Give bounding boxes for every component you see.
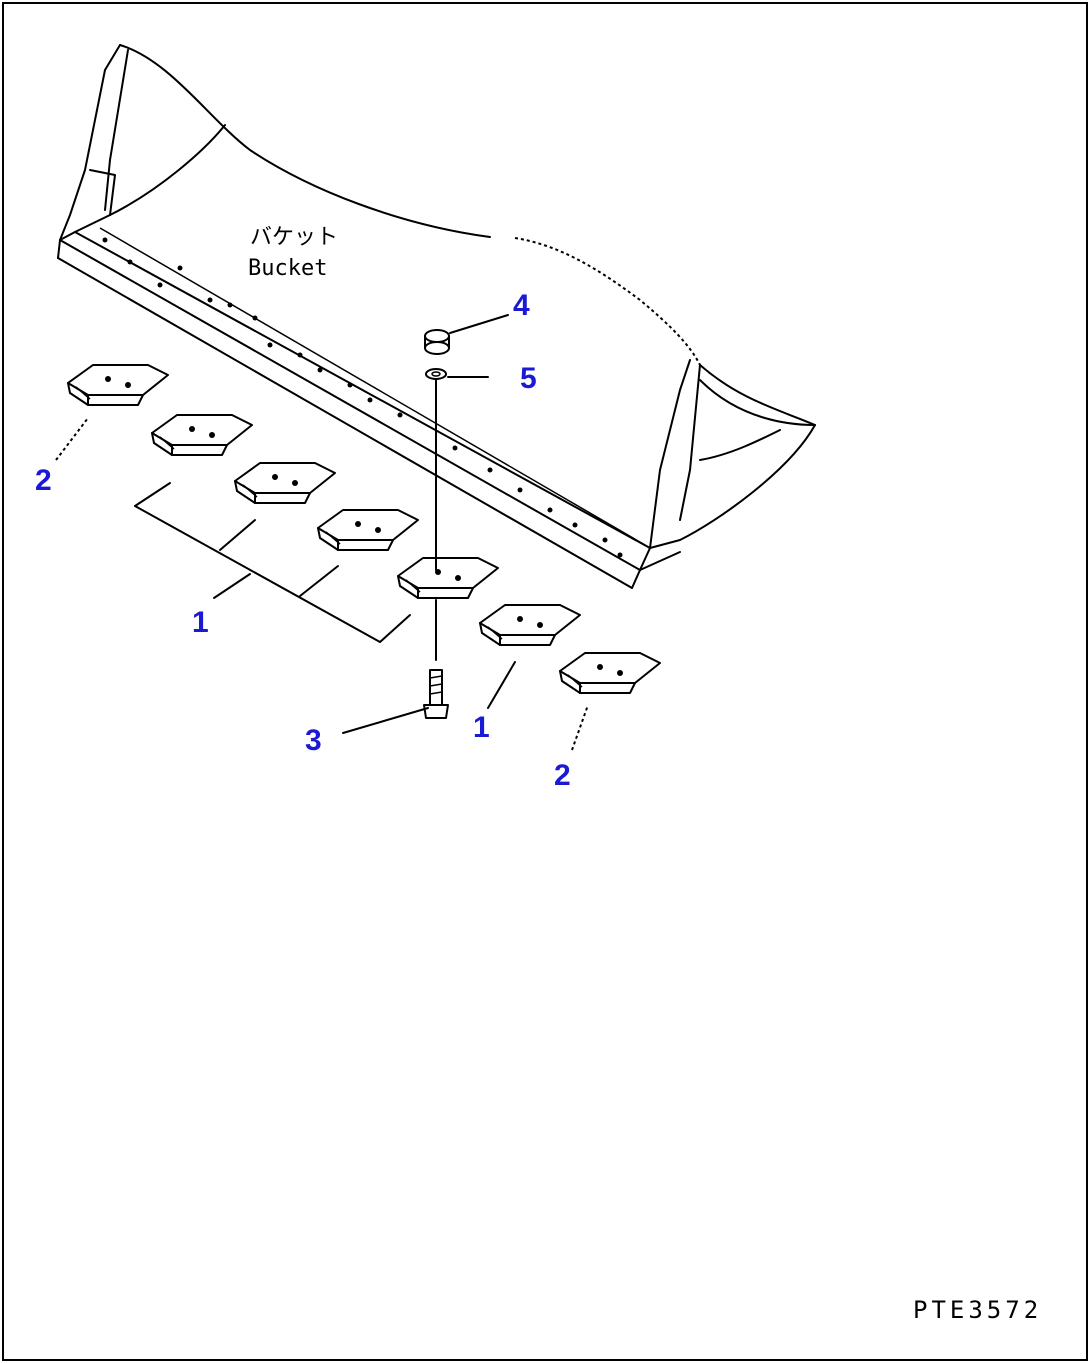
- bolt-assembly: [423, 329, 450, 719]
- callout-2-right: 2: [554, 759, 571, 792]
- bucket-drawing: バケット Bucket: [57, 44, 816, 589]
- bucket-label-jp: バケット: [250, 225, 338, 250]
- edge-plate-1: [151, 414, 253, 456]
- nut: [424, 329, 450, 355]
- callout-4: 4: [513, 289, 530, 322]
- edge-plate-5: [479, 604, 581, 646]
- edge-plate-3: [317, 509, 419, 551]
- washer: [425, 368, 447, 380]
- edge-plate-2: [234, 462, 336, 504]
- callout-2-left: 2: [35, 464, 52, 497]
- leader-lines: [55, 314, 589, 751]
- callout-5: 5: [520, 362, 537, 395]
- edge-bolt-holes: [102, 237, 623, 558]
- callout-3: 3: [305, 724, 322, 757]
- callout-1-left: 1: [192, 606, 209, 639]
- bolt: [423, 669, 449, 719]
- end-plate-left: [67, 364, 169, 406]
- end-plate-right: [559, 652, 661, 694]
- drawing-code: PTE3572: [913, 1296, 1042, 1324]
- edge-plate-4: [397, 557, 499, 599]
- callout-1-right: 1: [473, 711, 490, 744]
- bucket-label-en: Bucket: [248, 256, 327, 281]
